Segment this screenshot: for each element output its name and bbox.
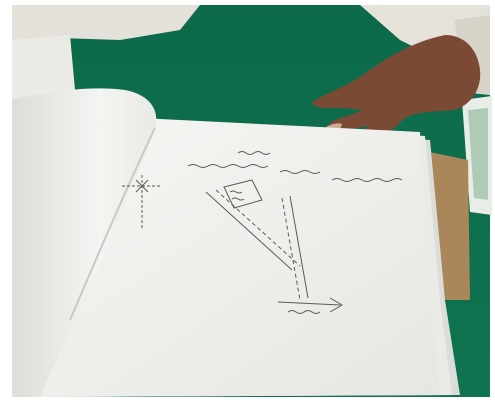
sleeve-cloth-left-lower (12, 35, 75, 100)
